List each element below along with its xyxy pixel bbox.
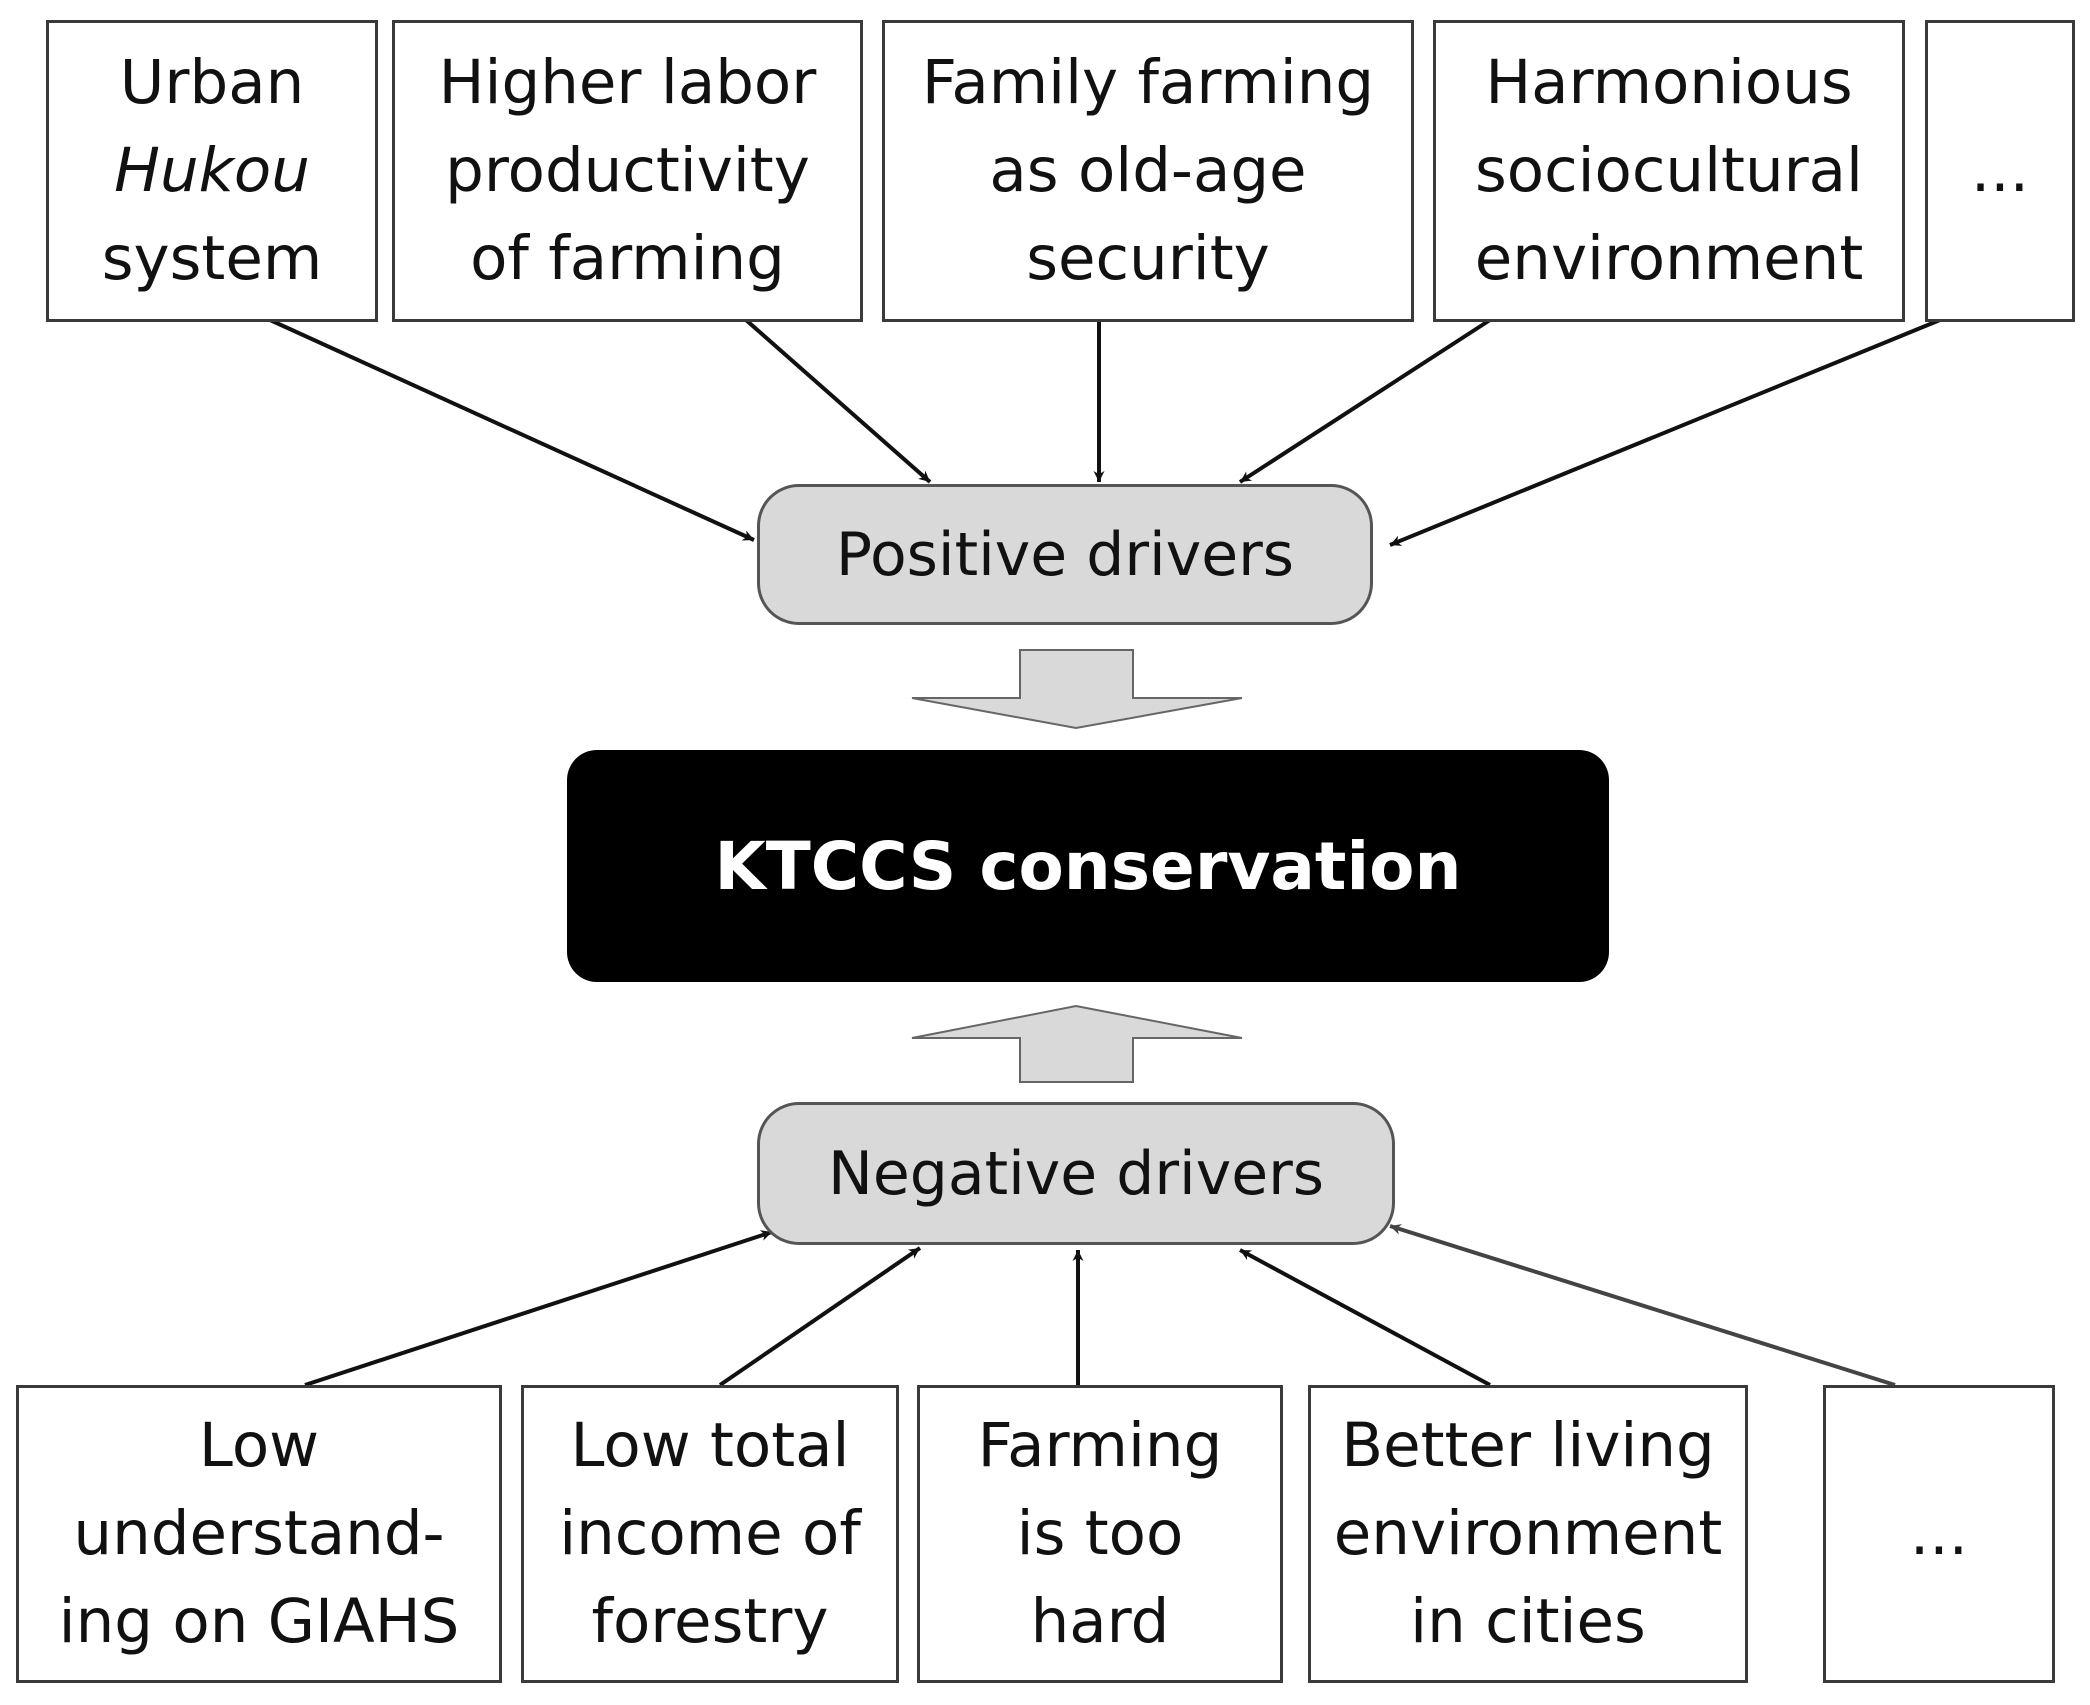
bottom-factor-4-line2: environment [1333,1498,1723,1569]
top-factor-3-line2: as old-age [989,135,1307,206]
arrow-top-2 [744,318,932,484]
top-factor-1-line3: system [101,223,323,294]
bottom-factor-3-line1: Farming [977,1410,1223,1481]
top-factor-4-line1: Harmonious [1485,47,1853,118]
top-factor-4-line3: environment [1474,223,1864,294]
arrow-bottom-1 [304,1230,773,1387]
ktccs-conservation-node: KTCCS conservation [567,750,1609,982]
bottom-factor-5-line1: ... [1909,1498,1969,1569]
arrow-top-1 [269,318,755,542]
positive-drivers-node: Positive drivers [757,484,1373,625]
top-factor-3-line3: security [1026,223,1270,294]
bottom-factor-1-line2: understand- [73,1498,445,1569]
bottom-factor-3-line2: is too [1016,1498,1184,1569]
top-factor-1-line2: Hukou [114,135,310,206]
bottom-factor-farming-hard: Farming is too hard [917,1385,1283,1683]
arrow-top-5 [1389,318,1941,547]
block-arrow-down [911,649,1243,730]
bottom-factor-giahs-understanding: Low understand- ing on GIAHS [16,1385,502,1683]
top-factor-2-line2: productivity [445,135,810,206]
bottom-factor-4-line3: in cities [1410,1586,1646,1657]
top-factor-5-line1: ... [1970,135,2030,206]
bottom-factor-ellipsis: ... [1823,1385,2055,1683]
top-factor-1-line1: Urban [119,47,305,118]
arrow-bottom-5 [1389,1224,1896,1387]
ktccs-conservation-label: KTCCS conservation [714,827,1462,905]
arrow-top-4 [1238,318,1492,484]
top-factor-old-age-security: Family farming as old-age security [882,20,1414,322]
top-factor-3-line1: Family farming [921,47,1375,118]
negative-drivers-node: Negative drivers [757,1102,1395,1245]
bottom-factor-forestry-income: Low total income of forestry [521,1385,899,1683]
top-factor-labor-productivity: Higher labor productivity of farming [392,20,863,322]
bottom-factor-1-line3: ing on GIAHS [58,1586,460,1657]
bottom-factor-1-line1: Low [198,1410,320,1481]
bottom-factor-2-line3: forestry [591,1586,829,1657]
top-factor-2-line3: of farming [470,223,785,294]
negative-drivers-label: Negative drivers [827,1138,1325,1209]
top-factor-urban-hukou: Urban Hukou system [46,20,378,322]
arrow-bottom-4 [1239,1248,1491,1387]
top-factor-sociocultural: Harmonious sociocultural environment [1433,20,1905,322]
bottom-factor-3-line3: hard [1030,1586,1170,1657]
arrow-bottom-2 [718,1246,922,1387]
block-arrow-up [911,1004,1243,1083]
top-factor-2-line1: Higher labor [438,47,817,118]
bottom-factor-4-line1: Better living [1341,1410,1715,1481]
positive-drivers-label: Positive drivers [835,519,1295,590]
top-factor-4-line2: sociocultural [1474,135,1864,206]
bottom-factor-2-line2: income of [559,1498,861,1569]
top-factor-ellipsis: ... [1925,20,2075,322]
bottom-factor-city-living: Better living environment in cities [1308,1385,1748,1683]
bottom-factor-2-line1: Low total [570,1410,850,1481]
